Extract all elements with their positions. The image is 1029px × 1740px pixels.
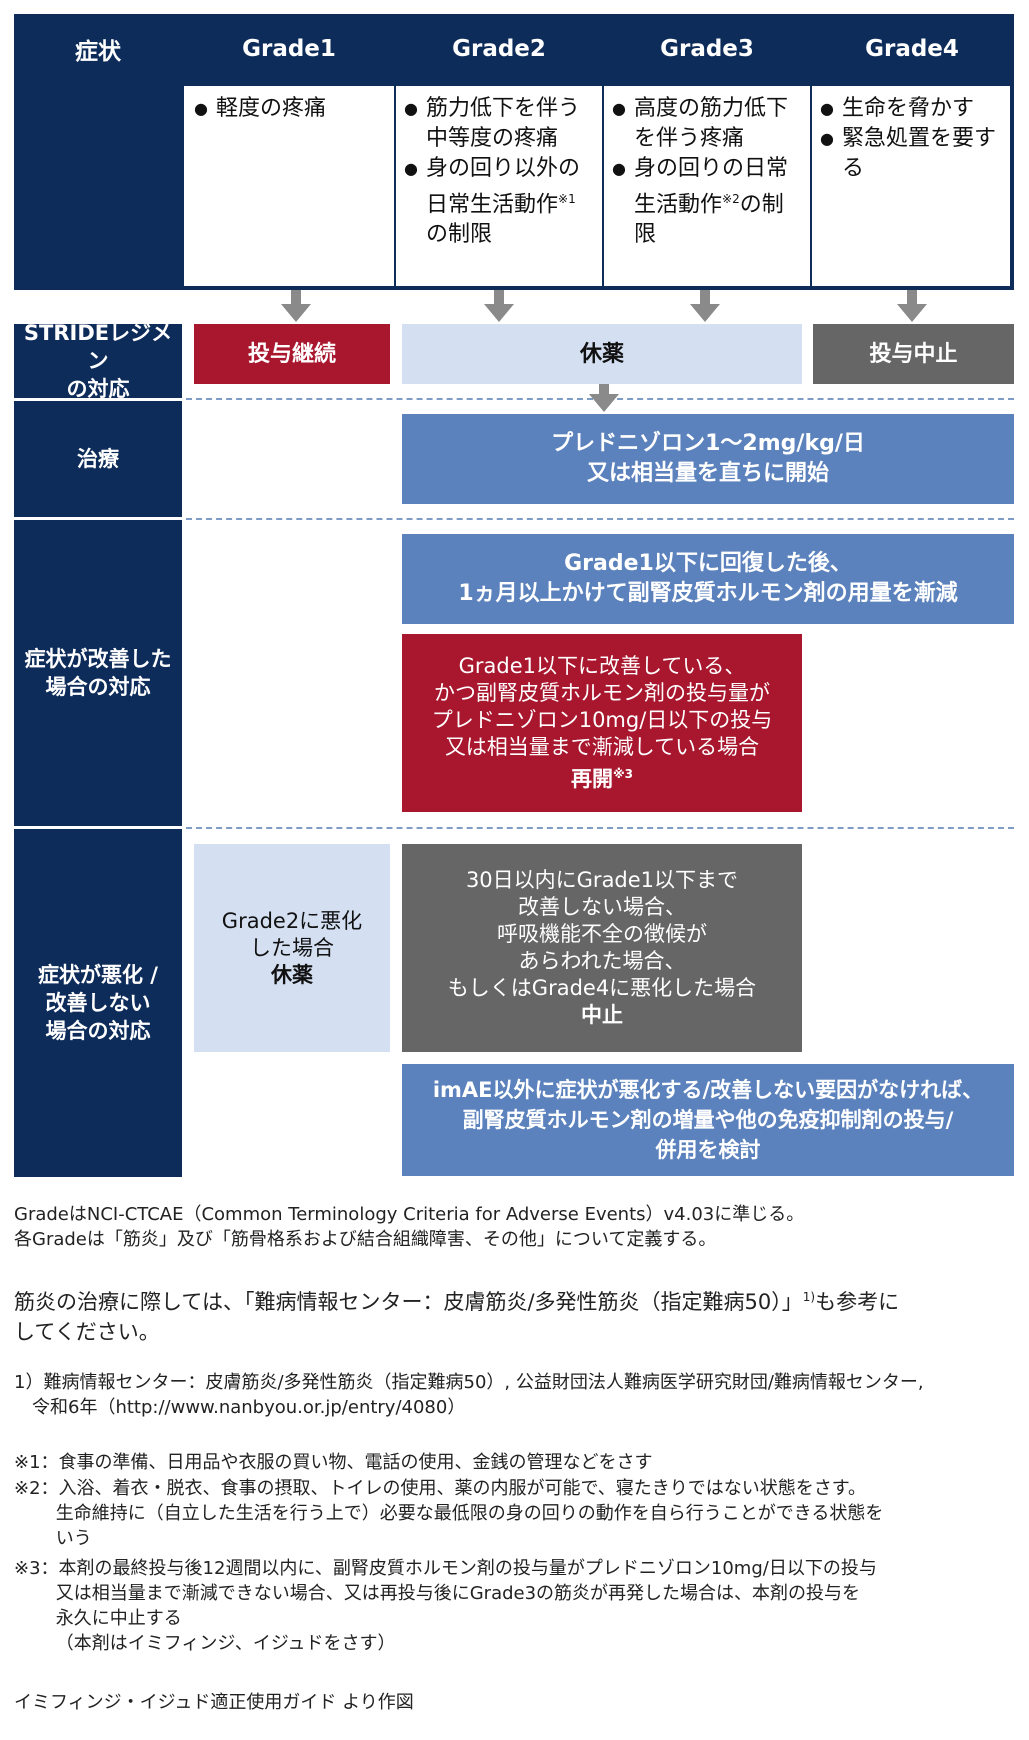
resume-condition: Grade1以下に改善している、 かつ副腎皮質ホルモン剤の投与量が プレドニゾロ… xyxy=(431,654,773,759)
symptom-item: 生命を脅かす xyxy=(820,94,1002,124)
header-grade1: Grade1 xyxy=(242,36,336,62)
row-label-worsened: 症状が悪化 / 改善しない 場合の対応 xyxy=(14,829,182,1177)
footnote-reference-advice: 筋炎の治療に際しては、「難病情報センター：皮膚筋炎/多発性筋炎（指定難病50）」… xyxy=(14,1290,900,1344)
symptom-item: 身の回り以外の日常生活動作※1の制限 xyxy=(404,154,594,250)
symptom-item: 緊急処置を要する xyxy=(820,124,1002,184)
resume-action: 再開※3 xyxy=(570,767,633,791)
row-label-treatment: 治療 xyxy=(14,401,182,517)
arrow-down-icon xyxy=(897,290,927,324)
symptom-item: 身の回りの日常生活動作※2の制限 xyxy=(612,154,802,250)
note-ref: ※2 xyxy=(722,192,740,206)
note-ref: ※1 xyxy=(558,192,576,206)
reference-1: 1）難病情報センター：皮膚筋炎/多発性筋炎（指定難病50）, 公益財団法人難病医… xyxy=(14,1372,924,1418)
action-continue: 投与継続 xyxy=(194,324,390,384)
grade1-worsen-box: Grade2に悪化 した場合 休薬 xyxy=(194,844,390,1052)
symptom-cell-grade3: 高度の筋力低下を伴う疼痛 身の回りの日常生活動作※2の制限 xyxy=(604,86,810,286)
note-2: ※2：入浴、着衣・脱衣、食事の摂取、トイレの使用、薬の内服が可能で、寝たきりでは… xyxy=(14,1478,884,1549)
note-3: ※3：本剤の最終投与後12週間以内に、副腎皮質ホルモン剤の投与量がプレドニゾロン… xyxy=(14,1558,877,1654)
stop-box: 30日以内にGrade1以下まで 改善しない場合、 呼吸機能不全の徴候が あらわ… xyxy=(402,844,802,1052)
note-1: ※1：食事の準備、日用品や衣服の買い物、電話の使用、金銭の管理などをさす xyxy=(14,1452,653,1473)
note-ref: 1) xyxy=(802,1290,816,1304)
symptom-item: 筋力低下を伴う中等度の疼痛 xyxy=(404,94,594,154)
footnote-grade-definition: GradeはNCI-CTCAE（Common Terminology Crite… xyxy=(14,1204,805,1250)
grade1-worsen-action: 休薬 xyxy=(271,962,313,987)
symptom-item: 軽度の疼痛 xyxy=(194,94,384,124)
grade1-worsen-condition: Grade2に悪化 した場合 xyxy=(221,908,363,960)
symptom-cell-grade1: 軽度の疼痛 xyxy=(184,86,394,286)
action-stop: 投与中止 xyxy=(813,324,1014,384)
treatment-box: プレドニゾロン1～2mg/kg/日 又は相当量を直ちに開始 xyxy=(402,414,1014,504)
row-label-improved: 症状が改善した 場合の対応 xyxy=(14,520,182,826)
stop-condition: 30日以内にGrade1以下まで 改善しない場合、 呼吸機能不全の徴候が あらわ… xyxy=(447,868,757,1000)
action-hold: 休薬 xyxy=(402,324,802,384)
taper-box: Grade1以下に回復した後、 1ヵ月以上かけて副腎皮質ホルモン剤の用量を漸減 xyxy=(402,534,1014,624)
header-symptom: 症状 xyxy=(75,39,121,65)
header-grade4: Grade4 xyxy=(865,36,959,62)
arrow-down-icon xyxy=(690,290,720,324)
arrow-down-icon xyxy=(484,290,514,324)
source-credit: イミフィンジ・イジュド適正使用ガイド より作図 xyxy=(14,1692,414,1713)
arrow-down-icon xyxy=(589,384,619,414)
header-grade2: Grade2 xyxy=(452,36,546,62)
row-label-stride: STRIDEレジメン の対応 xyxy=(14,321,182,401)
separator-line xyxy=(186,827,1014,829)
arrow-down-icon xyxy=(281,290,311,324)
note-ref: ※3 xyxy=(612,767,633,781)
symptom-cell-grade2: 筋力低下を伴う中等度の疼痛 身の回り以外の日常生活動作※1の制限 xyxy=(396,86,602,286)
separator-line xyxy=(186,518,1014,520)
resume-box: Grade1以下に改善している、 かつ副腎皮質ホルモン剤の投与量が プレドニゾロ… xyxy=(402,634,802,812)
symptom-cell-grade4: 生命を脅かす 緊急処置を要する xyxy=(812,86,1010,286)
symptom-item: 高度の筋力低下を伴う疼痛 xyxy=(612,94,802,154)
consider-box: imAE以外に症状が悪化する/改善しない要因がなければ、 副腎皮質ホルモン剤の増… xyxy=(402,1064,1014,1176)
header-grade3: Grade3 xyxy=(660,36,754,62)
stop-action: 中止 xyxy=(581,1003,623,1027)
